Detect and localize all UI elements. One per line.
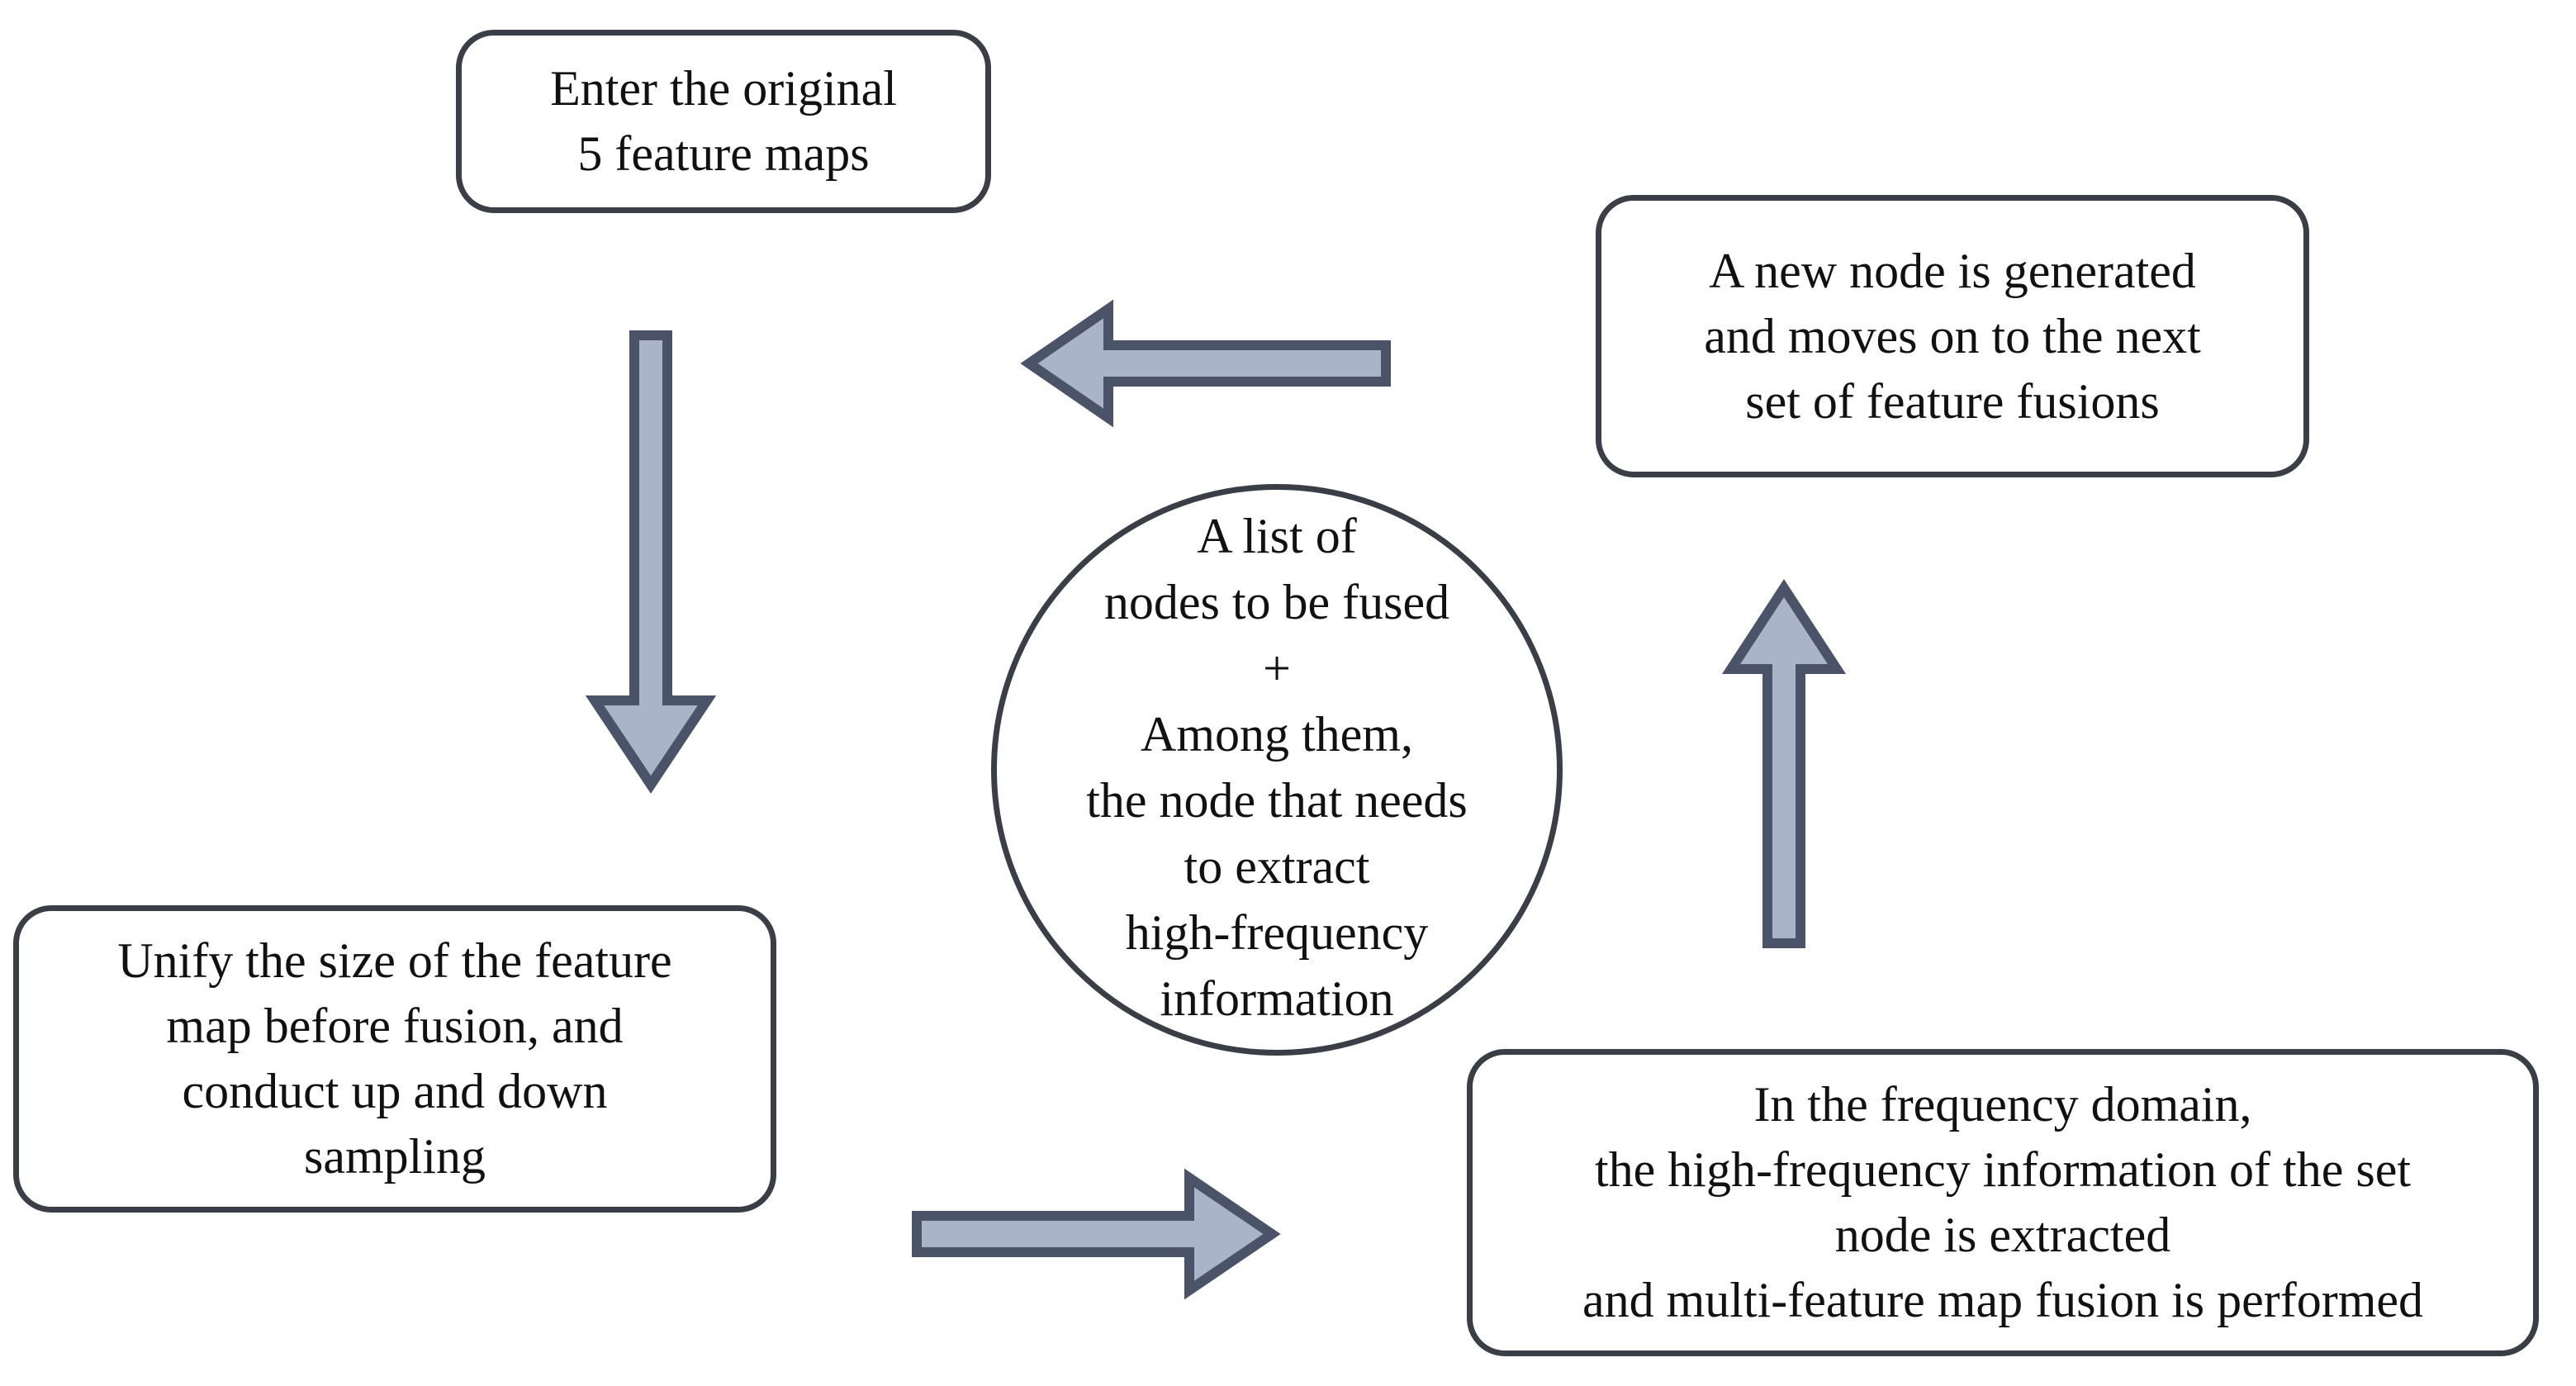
start-box-text: Enter the original 5 feature maps (550, 61, 897, 181)
new-node-box: A new node is generated and moves on to … (1596, 195, 2309, 477)
frequency-domain-box: In the frequency domain, the high-freque… (1467, 1049, 2539, 1356)
new-node-box-text: A new node is generated and moves on to … (1704, 243, 2201, 429)
unify-size-box-text: Unify the size of the feature map before… (117, 933, 672, 1184)
arrow-down-icon (585, 330, 717, 794)
center-node-list-circle: A list of nodes to be fused + Among them… (991, 484, 1563, 1056)
start-box: Enter the original 5 feature maps (456, 30, 991, 213)
arrow-left-icon (1020, 299, 1391, 428)
arrow-right-icon (912, 1168, 1281, 1300)
unify-size-box: Unify the size of the feature map before… (13, 905, 776, 1213)
arrow-up-icon (1721, 579, 1847, 948)
center-circle-text: A list of nodes to be fused + Among them… (1086, 509, 1468, 1026)
frequency-domain-box-text: In the frequency domain, the high-freque… (1582, 1077, 2423, 1327)
